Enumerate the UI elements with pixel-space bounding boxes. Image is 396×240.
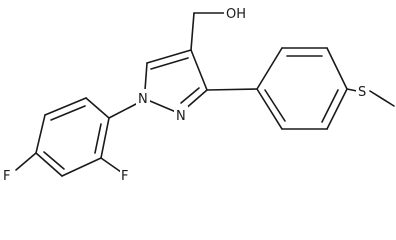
bond-c4-ch2 <box>190 12 195 51</box>
bond-df1 <box>85 97 110 119</box>
structure-diagram: OH N N S F F <box>3 7 395 184</box>
bond-ar4 <box>326 88 348 130</box>
bond-c5-c4-double <box>150 57 189 70</box>
bond-ar6 <box>256 88 283 130</box>
bond-c3-n2-double <box>180 87 200 104</box>
bond-df-inner-b <box>43 151 65 170</box>
molecule-canvas: OH N N S F F <box>3 7 395 184</box>
bond-ar3 <box>326 47 348 90</box>
fluorine-para-label: F <box>3 169 10 184</box>
bond-df2 <box>44 97 87 116</box>
bond-n1-c5 <box>144 62 148 91</box>
bond-df-inner-a <box>50 105 86 121</box>
n2-label: N <box>176 109 186 124</box>
bond-n1-aryl <box>108 103 137 119</box>
bond-df4 <box>35 152 63 177</box>
bond-s-ch3 <box>369 90 395 107</box>
bond-ar-s <box>346 88 358 92</box>
bond-ar1 <box>256 47 283 90</box>
bond-ar-inner-c <box>264 89 286 122</box>
sulfur-label: S <box>358 85 366 100</box>
bond-df-inner-c <box>94 123 102 154</box>
bond-c3-aryl <box>206 88 258 91</box>
bond-c5-c4 <box>146 49 192 64</box>
bond-df6 <box>100 117 110 159</box>
bond-df3 <box>35 114 46 154</box>
bond-df-f-ortho <box>100 157 122 173</box>
bond-df-f-para <box>15 152 37 171</box>
hydroxymethyl-group <box>190 12 226 51</box>
n1-label: N <box>138 92 148 107</box>
bond-c4-c3 <box>190 49 208 91</box>
pyrazole-ring <box>144 49 208 113</box>
bond-df5 <box>61 157 102 177</box>
hydroxyl-label: OH <box>226 7 246 22</box>
fluorine-ortho-label: F <box>121 169 128 184</box>
bond-n2-n1 <box>149 100 177 113</box>
methylthiophenyl-ring <box>206 47 395 130</box>
difluorophenyl-ring <box>15 97 137 177</box>
bond-ar-inner-b <box>321 89 339 123</box>
